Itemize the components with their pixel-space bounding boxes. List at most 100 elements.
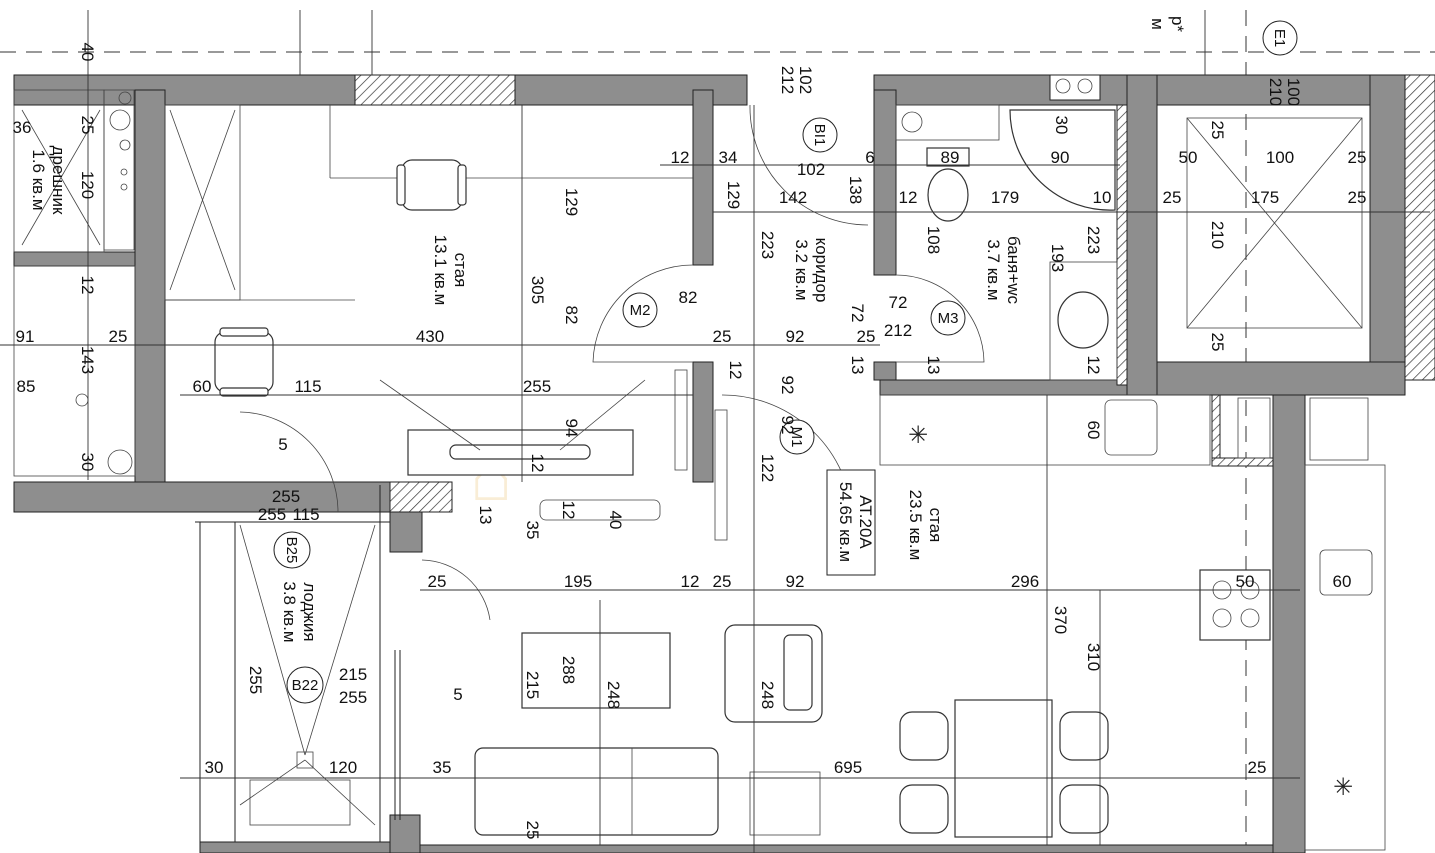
- svg-text:25: 25: [1163, 188, 1182, 207]
- radiator: [539, 499, 661, 521]
- svg-text:10: 10: [1093, 188, 1112, 207]
- svg-text:430: 430: [416, 327, 444, 346]
- wall-hatch: [1404, 74, 1435, 381]
- appliance: [1237, 397, 1271, 459]
- svg-text:40: 40: [606, 511, 625, 530]
- sink-counter: [895, 104, 1000, 141]
- wardrobe-cross: [169, 109, 236, 291]
- svg-text:370: 370: [1051, 606, 1070, 634]
- wall: [389, 844, 1274, 853]
- svg-text:12: 12: [899, 188, 918, 207]
- svg-text:72: 72: [848, 304, 867, 323]
- door-tag-m1: M1: [779, 419, 815, 455]
- svg-text:5: 5: [453, 685, 462, 704]
- svg-text:82: 82: [562, 306, 581, 325]
- svg-text:25: 25: [1348, 148, 1367, 167]
- svg-text:13.1 кв.м: 13.1 кв.м: [431, 235, 450, 306]
- door-swing-m2: [592, 264, 694, 363]
- svg-text:310: 310: [1084, 643, 1103, 671]
- svg-text:25: 25: [1208, 333, 1227, 352]
- svg-text:60: 60: [193, 377, 212, 396]
- dining-chair: [899, 711, 949, 761]
- svg-text:коридор: коридор: [812, 238, 831, 303]
- svg-text:143: 143: [78, 346, 97, 374]
- svg-text:288: 288: [559, 656, 578, 684]
- svg-text:B25: B25: [283, 537, 300, 564]
- svg-text:195: 195: [564, 572, 592, 591]
- svg-text:91: 91: [16, 327, 35, 346]
- svg-text:50: 50: [1179, 148, 1198, 167]
- svg-text:12: 12: [726, 361, 745, 380]
- side-table: [749, 771, 821, 836]
- svg-text:210: 210: [1208, 221, 1227, 249]
- svg-text:175: 175: [1251, 188, 1279, 207]
- dining-chair: [1059, 711, 1109, 761]
- svg-text:129: 129: [724, 181, 743, 209]
- svg-text:92: 92: [778, 416, 797, 435]
- window-tag-b22: B22: [286, 666, 324, 704]
- svg-text:25: 25: [857, 327, 876, 346]
- wardrobe: [164, 104, 241, 301]
- svg-text:60: 60: [1333, 572, 1352, 591]
- room-label-banya: баня+wc 3.7 кв.м: [984, 236, 1023, 305]
- door-tag-m3: M3: [930, 300, 966, 336]
- sink-icon: [901, 111, 923, 133]
- pipe-icon: [107, 449, 133, 475]
- closet-outline: [13, 265, 136, 477]
- wall-column: [354, 74, 516, 106]
- svg-text:1.6 кв.м: 1.6 кв.м: [29, 149, 48, 210]
- svg-text:138: 138: [846, 176, 865, 204]
- room-label-lodzhia: лоджия 3.8 кв.м: [280, 581, 319, 642]
- svg-text:34: 34: [719, 148, 738, 167]
- pipe-icon: [120, 168, 128, 176]
- toilet-tank: [926, 147, 970, 167]
- svg-text:25: 25: [109, 327, 128, 346]
- svg-text:102: 102: [796, 66, 815, 94]
- wall: [1369, 74, 1406, 396]
- radiator: [714, 409, 728, 541]
- svg-text:296: 296: [1011, 572, 1039, 591]
- svg-text:35: 35: [523, 521, 542, 540]
- wall: [389, 511, 423, 553]
- room-label-staya-big: стая 23.5 кв.м: [906, 490, 945, 561]
- svg-text:60: 60: [1084, 421, 1103, 440]
- chair-icon: [214, 327, 274, 397]
- svg-text:102: 102: [797, 160, 825, 179]
- svg-text:142: 142: [779, 188, 807, 207]
- wall-hatch: [1116, 104, 1128, 386]
- lamp-line: [304, 524, 376, 756]
- svg-text:3.2 кв.м: 3.2 кв.м: [792, 239, 811, 300]
- door-swing-b22: [421, 559, 491, 621]
- room-label-staya-small: стая 13.1 кв.м: [431, 235, 470, 306]
- pipe-icon: [119, 139, 131, 151]
- lamp-icon: [296, 751, 314, 769]
- svg-text:92: 92: [786, 572, 805, 591]
- svg-text:72: 72: [889, 293, 908, 312]
- wall: [1126, 74, 1158, 396]
- svg-text:40: 40: [78, 43, 97, 62]
- svg-text:193: 193: [1048, 244, 1067, 272]
- room-label-koridor: коридор 3.2 кв.м: [792, 238, 831, 303]
- svg-text:баня+wc: баня+wc: [1004, 236, 1023, 305]
- wall: [1156, 361, 1406, 396]
- door-tag-vi1: ВI1: [802, 117, 838, 153]
- apartment-label: АТ.20А 54.65 кв.м: [826, 469, 876, 576]
- svg-text:212: 212: [884, 321, 912, 340]
- wall-hatch: [1211, 457, 1274, 467]
- svg-text:89: 89: [941, 148, 960, 167]
- svg-text:12: 12: [671, 148, 690, 167]
- svg-text:30: 30: [1052, 116, 1071, 135]
- radiator: [674, 369, 688, 471]
- top-mark: р*: [1168, 16, 1187, 32]
- svg-text:13: 13: [924, 356, 943, 375]
- svg-text:695: 695: [834, 758, 862, 777]
- svg-text:215: 215: [523, 671, 542, 699]
- room-label-dreshnik: дрешник 1.6 кв.м: [29, 146, 68, 215]
- svg-text:35: 35: [433, 758, 452, 777]
- svg-text:25: 25: [1348, 188, 1367, 207]
- svg-text:108: 108: [924, 226, 943, 254]
- svg-text:305: 305: [528, 276, 547, 304]
- svg-text:248: 248: [758, 681, 777, 709]
- svg-text:210: 210: [1266, 78, 1285, 106]
